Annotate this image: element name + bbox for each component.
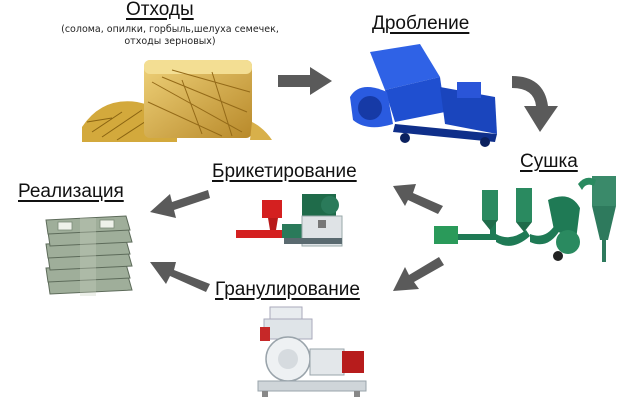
granulator-machine-image xyxy=(250,305,370,399)
crushing-label: Дробление xyxy=(372,13,470,34)
briquetting-machine-image xyxy=(232,190,352,252)
granulation-label: Гранулирование xyxy=(215,279,360,300)
arrow-crushing-to-drying xyxy=(508,72,564,134)
arrow-drying-to-granulation xyxy=(393,255,445,295)
straw-bale-image xyxy=(82,52,272,142)
arrow-granulation-to-sale xyxy=(150,254,210,294)
sale-label: Реализация xyxy=(18,181,124,202)
waste-note: (солома, опилки, горбыль,шелуха семечек,… xyxy=(45,24,295,49)
money-stack-image xyxy=(40,210,140,296)
crusher-machine-image xyxy=(345,42,505,148)
arrow-briquetting-to-sale xyxy=(150,186,210,220)
waste-note-line1: (солома, опилки, горбыль,шелуха семечек, xyxy=(61,24,279,35)
arrow-waste-to-crushing xyxy=(276,66,334,96)
briquetting-label: Брикетирование xyxy=(212,161,357,182)
arrow-drying-to-briquetting xyxy=(393,180,445,216)
waste-note-line2: отходы зерновых) xyxy=(124,36,216,48)
dryer-system-image xyxy=(430,170,630,270)
drying-label: Сушка xyxy=(520,151,578,172)
waste-label: Отходы xyxy=(126,0,194,20)
